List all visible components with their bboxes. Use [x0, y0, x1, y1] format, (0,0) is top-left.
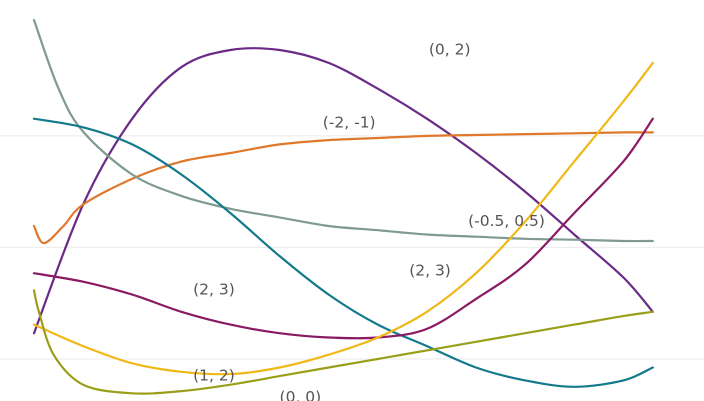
series-label-6: (0, 0) [280, 388, 322, 401]
series-line-1 [32, 131, 654, 245]
series-label-3: (2, 3) [409, 261, 451, 279]
series-labels: (0, 2) (-2, -1) (-0.5, 0.5) (2, 3) (2, 3) (1,… [193, 40, 545, 401]
series-line-4 [32, 117, 654, 340]
series-label-0: (0, 2) [429, 40, 471, 58]
series-line-6 [32, 289, 654, 395]
series-label-4: (2, 3) [193, 281, 235, 299]
gridlines [0, 135, 704, 360]
series-line-2 [32, 18, 654, 243]
series-label-2: (-0.5, 0.5) [468, 212, 545, 230]
series-line-0 [32, 47, 654, 335]
series-label-1: (-2, -1) [323, 113, 376, 131]
series-lines [32, 18, 654, 395]
series-line-3 [32, 117, 654, 388]
series-line-5 [32, 61, 654, 376]
series-label-5: (1, 2) [193, 366, 235, 384]
